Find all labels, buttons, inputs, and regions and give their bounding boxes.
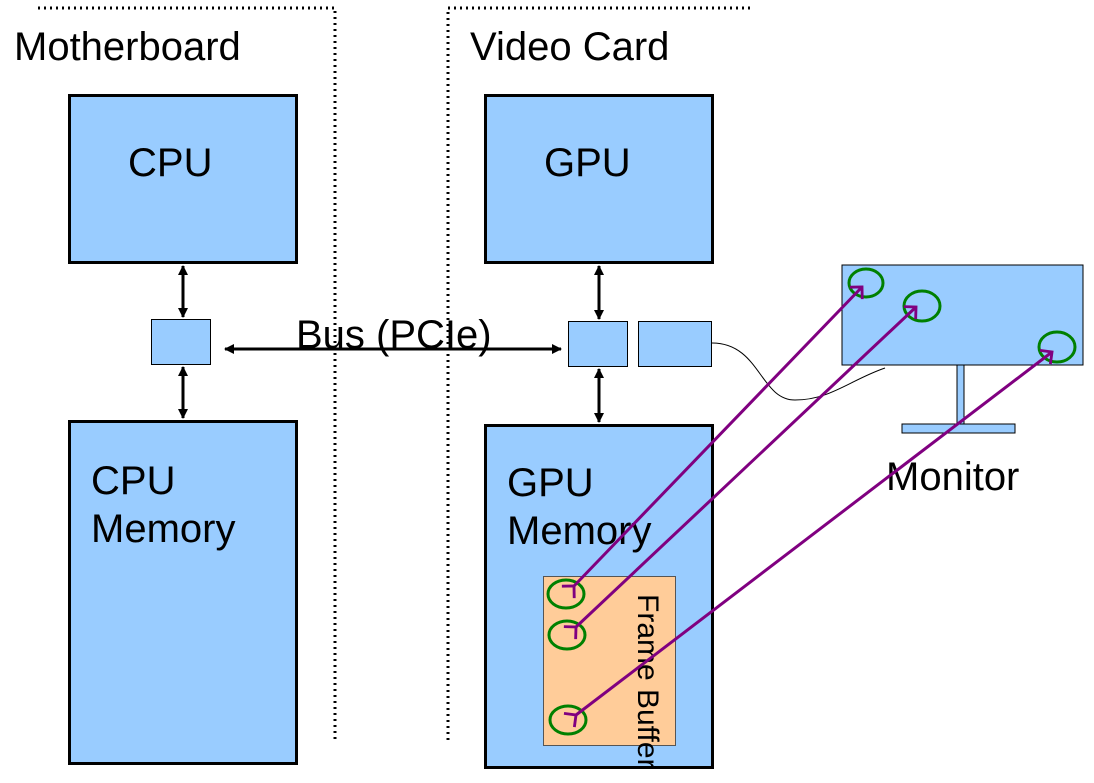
motherboard-label: Motherboard [14,25,241,69]
cpu-memory-label-line2: Memory [91,507,236,551]
monitor-pixel-2 [902,289,942,323]
cpu-box: CPU [68,94,298,264]
mapping-arrow-1 [561,285,864,599]
cpu-memory-label-line1: CPU [91,459,176,503]
monitor-pixel-1 [847,267,885,299]
cpu-bridge [151,319,211,365]
gpu-label: GPU [544,141,631,185]
mapping-arrow-3 [563,348,1054,728]
gpu-box: GPU [484,94,714,264]
bus-label: Bus (PCIe) [296,313,492,357]
cpu-memory-box: CPU Memory [68,420,298,765]
video-card-boundary [446,6,750,740]
cpu-label: CPU [128,141,213,185]
video-card-label: Video Card [470,25,670,69]
mapping-arrow-2 [563,305,918,640]
framebuffer-pixel-1 [546,578,586,610]
monitor-pixel-3 [1037,330,1077,364]
